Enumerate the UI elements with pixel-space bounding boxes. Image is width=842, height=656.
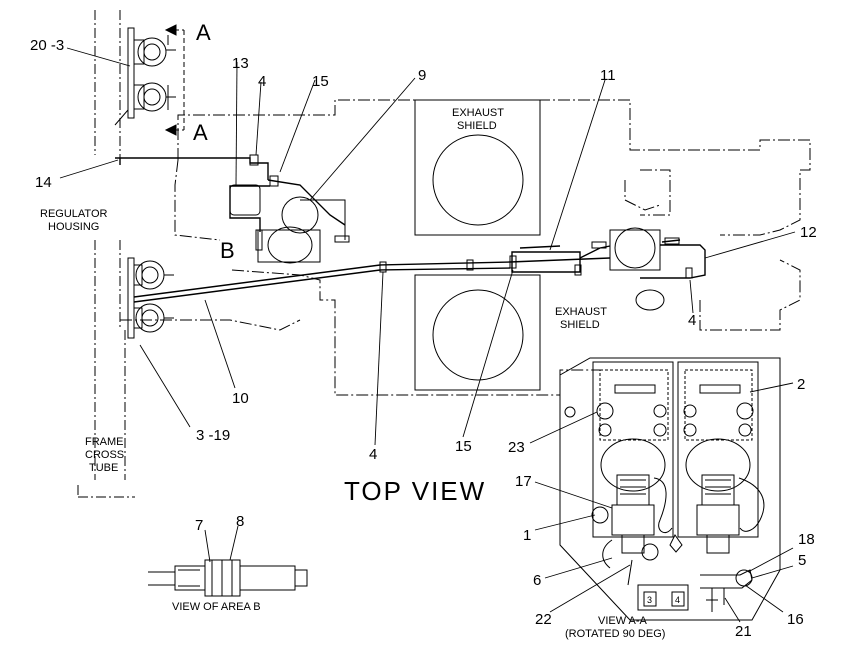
- harness-clips: [250, 155, 692, 278]
- view-area-b-label: VIEW OF AREA B: [172, 601, 261, 613]
- callout-15-top: 15: [312, 73, 329, 90]
- frame-outline: [78, 10, 135, 497]
- callout-14: 14: [35, 174, 52, 191]
- arrow-a-top: [166, 25, 176, 35]
- callout-1: 1: [523, 527, 531, 544]
- callout-11: 11: [600, 67, 616, 84]
- exhaust-shield-bottom-label-2: SHIELD: [560, 319, 600, 331]
- exhaust-top-circle: [433, 135, 523, 225]
- callout-7: 7: [195, 517, 203, 534]
- exhaust-shield-top: [415, 100, 540, 235]
- frame-label-3: TUBE: [89, 462, 118, 474]
- callout-15-bottom: 15: [455, 438, 472, 455]
- labels: TOP VIEW A A B REGULATOR HOUSING FRAME C…: [30, 20, 817, 640]
- exhaust-shield-top-label-1: EXHAUST: [452, 107, 504, 119]
- frame-label-1: FRAME: [85, 436, 124, 448]
- callout-20-3: 20 -3: [30, 37, 64, 54]
- exhaust-shield-top-label-2: SHIELD: [457, 120, 497, 132]
- callout-12: 12: [800, 224, 817, 241]
- callout-2: 2: [797, 376, 805, 393]
- callout-13: 13: [232, 55, 249, 72]
- terminal-box-4: 4: [675, 595, 680, 605]
- callout-10: 10: [232, 390, 249, 407]
- callout-4-top: 4: [258, 73, 266, 90]
- callout-23: 23: [508, 439, 525, 456]
- view-area-b-drawing: [148, 560, 307, 596]
- engine-outline: [120, 100, 810, 395]
- lower-solenoids: [128, 258, 174, 338]
- terminal-box-3: 3: [647, 595, 652, 605]
- area-b-label: B: [220, 238, 235, 263]
- callout-5: 5: [798, 552, 806, 569]
- callout-4-bottom: 4: [369, 446, 377, 463]
- callout-21: 21: [735, 623, 752, 640]
- callout-16: 16: [787, 611, 804, 628]
- callout-3-19: 3 -19: [196, 427, 230, 444]
- view-aa-label-1: VIEW A-A: [598, 615, 648, 627]
- callout-8: 8: [236, 513, 244, 530]
- callout-17: 17: [515, 473, 532, 490]
- frame-label-2: CROSS: [85, 449, 124, 461]
- callout-9: 9: [418, 67, 426, 84]
- view-aa-label-2: (ROTATED 90 DEG): [565, 628, 665, 640]
- callout-6: 6: [533, 572, 541, 589]
- upper-solenoids: [115, 28, 176, 125]
- section-a-bottom-label: A: [193, 120, 208, 145]
- callout-18: 18: [798, 531, 815, 548]
- regulator-label-1: REGULATOR: [40, 208, 107, 220]
- callout-4-right: 4: [688, 312, 696, 329]
- regulator-label-2: HOUSING: [48, 221, 99, 233]
- title-top-view: TOP VIEW: [344, 476, 486, 506]
- turbo-pipes: [230, 185, 664, 310]
- arrow-a-bottom: [166, 125, 176, 135]
- exhaust-shield-bottom-label-1: EXHAUST: [555, 306, 607, 318]
- exhaust-shield-bottom: [415, 275, 540, 390]
- leader-lines: [60, 48, 795, 622]
- view-aa-panel: [560, 358, 780, 620]
- exhaust-bottom-circle: [433, 290, 523, 380]
- callout-22: 22: [535, 611, 552, 628]
- section-a-top-label: A: [196, 20, 211, 45]
